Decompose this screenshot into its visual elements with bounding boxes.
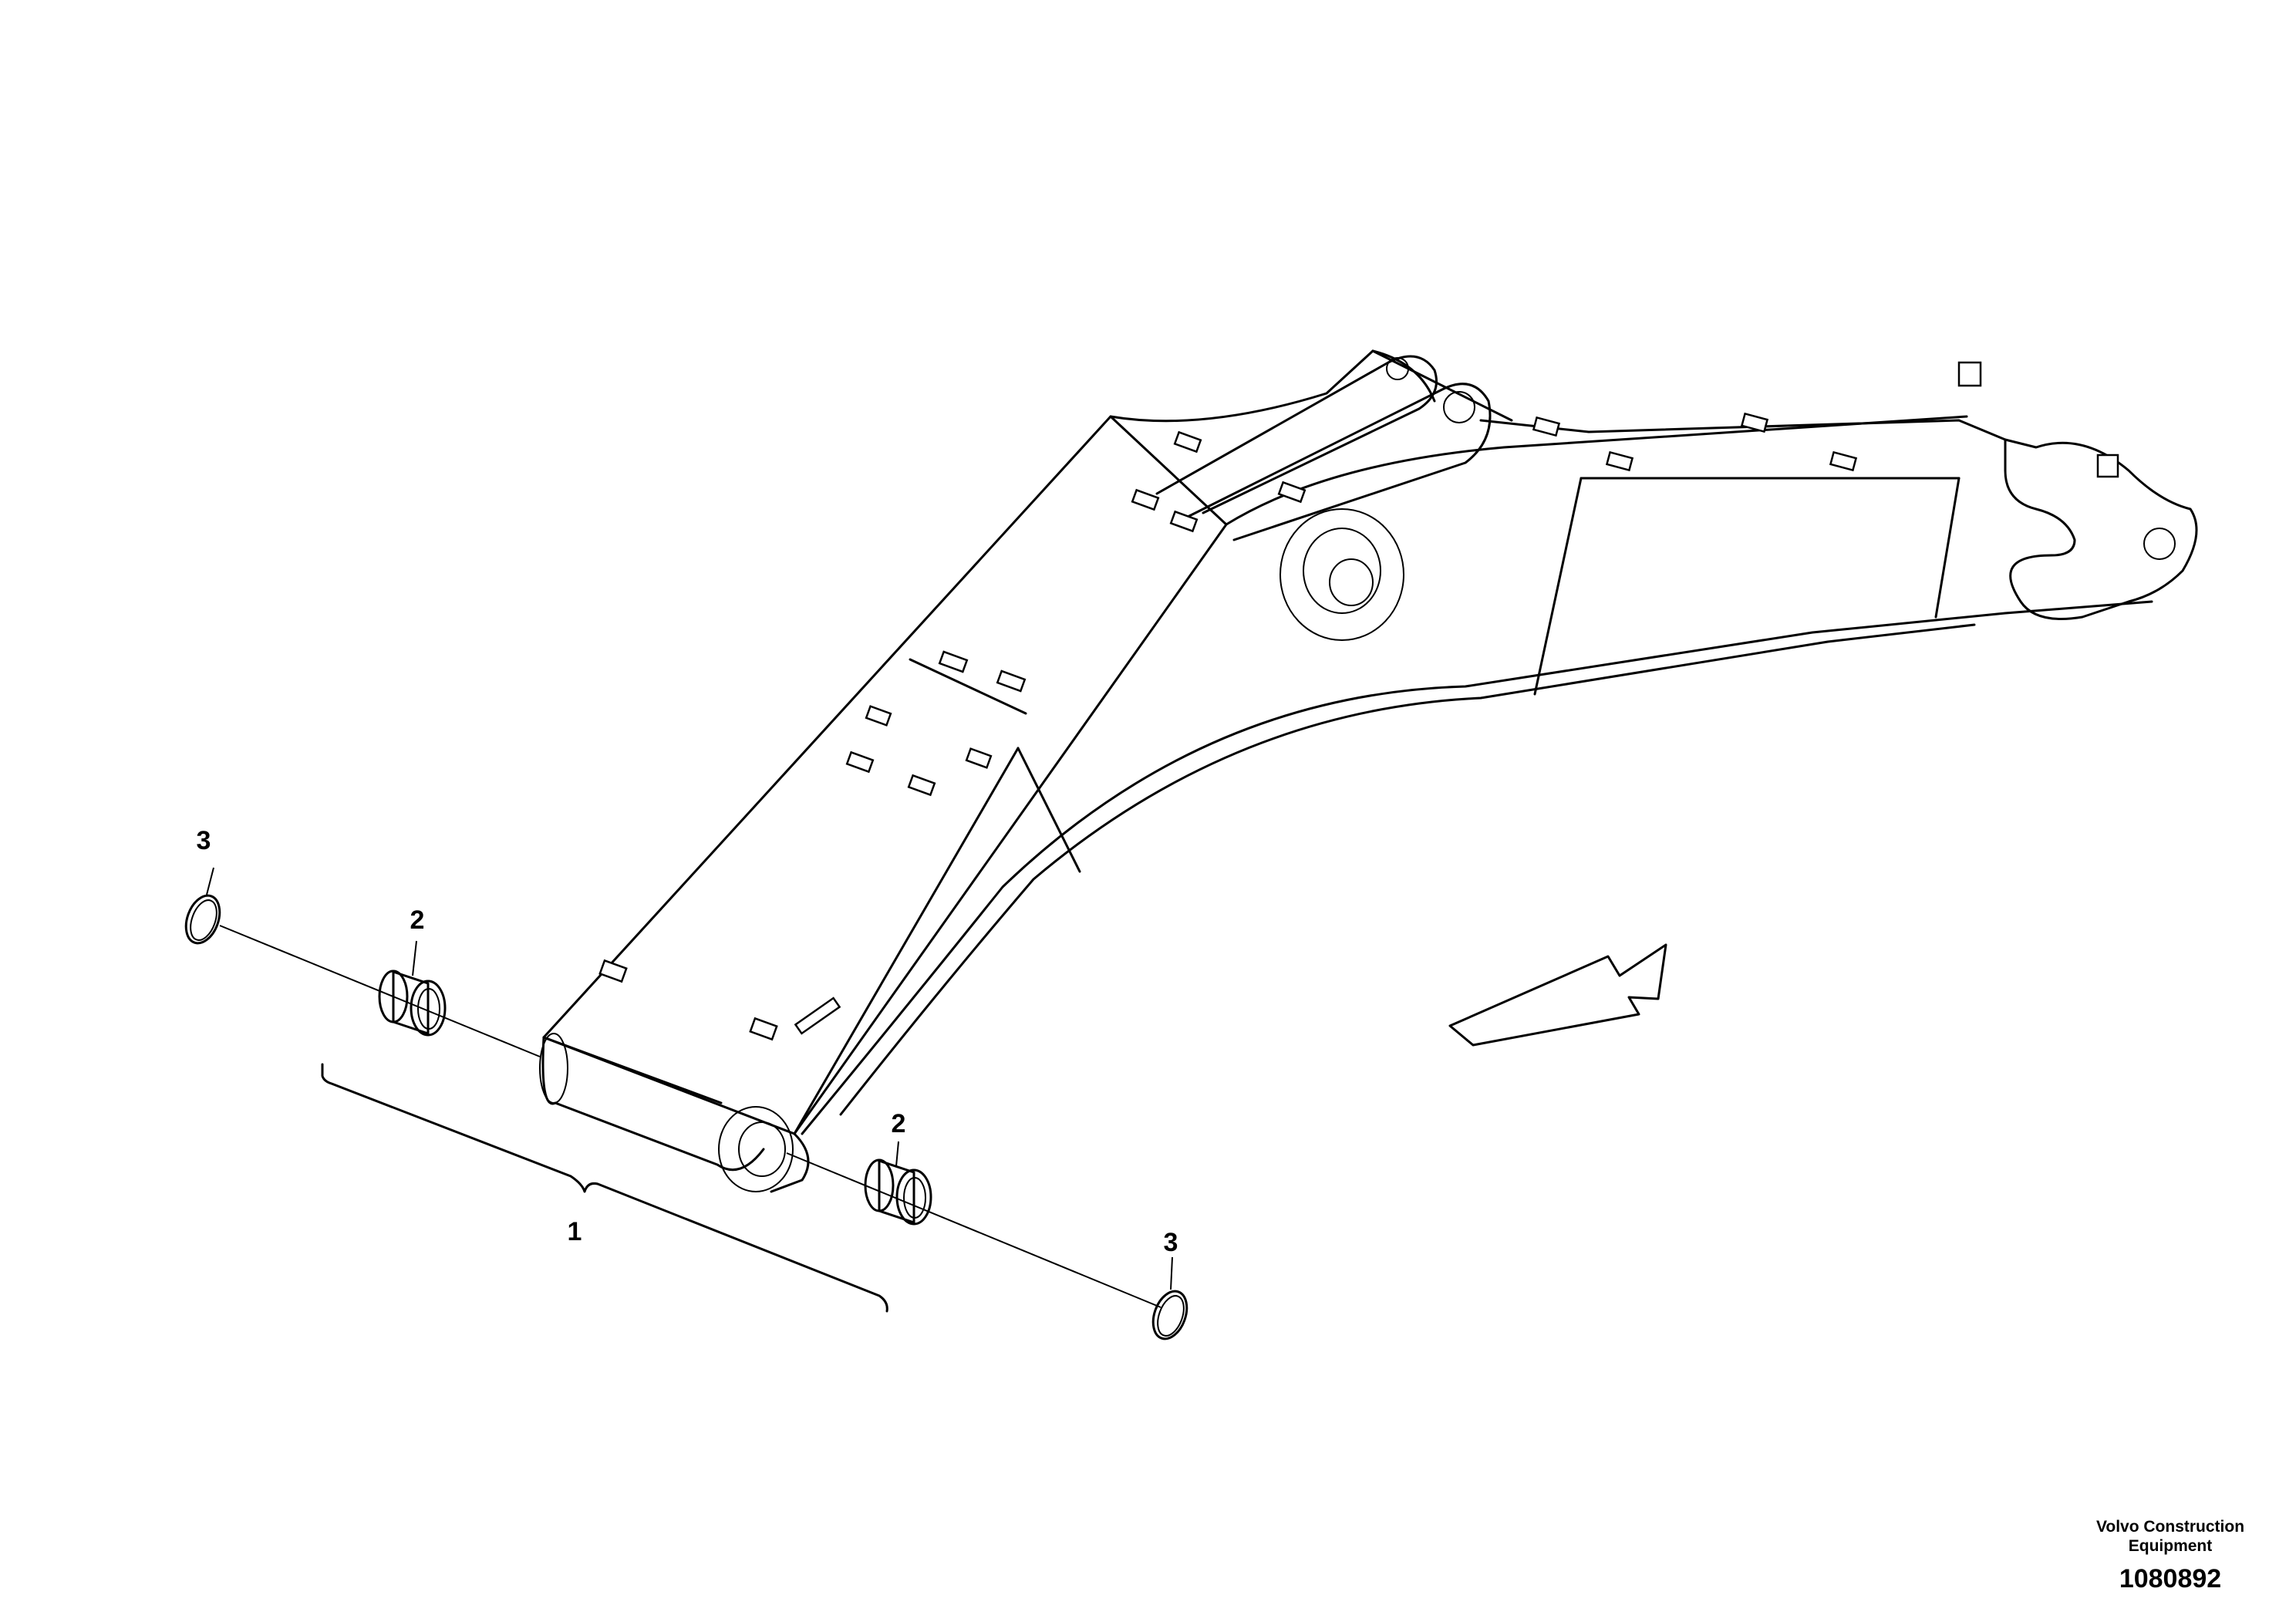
callout-2-right: 2 — [892, 1109, 906, 1138]
assembly-brace — [321, 1063, 888, 1313]
callout-leaders — [206, 867, 1173, 1290]
callout-3-left: 3 — [197, 826, 211, 855]
callout-3-right: 3 — [1164, 1228, 1178, 1257]
boom-wear-pads — [598, 361, 2119, 1041]
bushing-right — [864, 1158, 932, 1226]
drawing-number: 1080892 — [2119, 1564, 2221, 1593]
outline-arrow-up-right-icon — [1448, 943, 1667, 1047]
company-name-line1: Volvo Construction — [2096, 1518, 2244, 1536]
excavator-boom — [539, 349, 2198, 1193]
company-name-line2: Equipment — [2129, 1537, 2213, 1555]
seal-ring-right — [1151, 1290, 1188, 1340]
callout-1: 1 — [568, 1217, 582, 1246]
explode-lines — [219, 925, 1161, 1308]
seal-ring-left — [184, 894, 221, 945]
bushing-left — [378, 969, 447, 1037]
callout-2-left: 2 — [410, 905, 425, 935]
